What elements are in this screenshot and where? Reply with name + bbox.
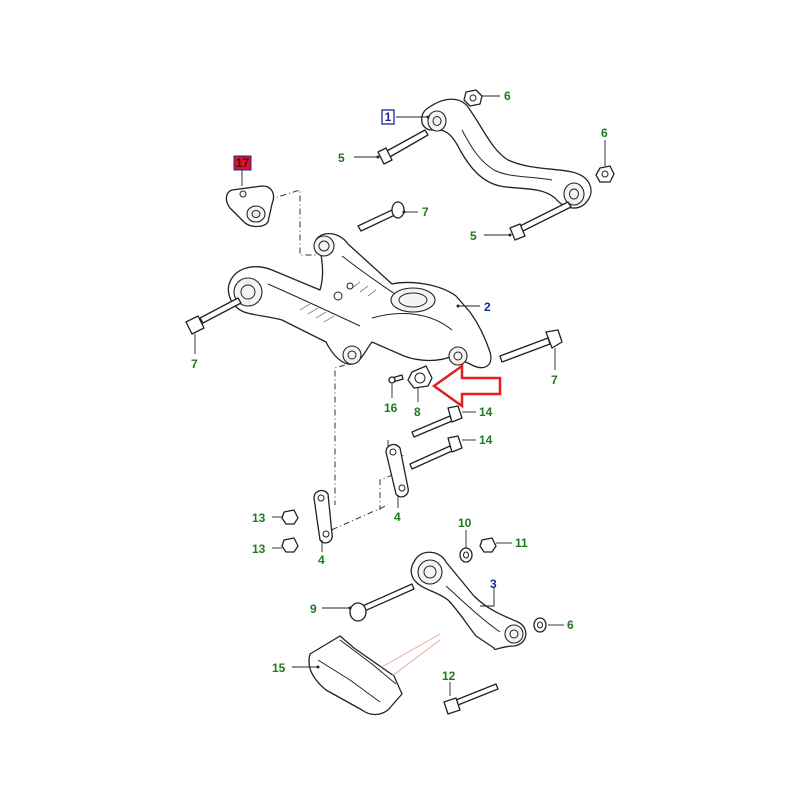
nut-6-top xyxy=(463,89,483,107)
faint-guide-lines xyxy=(379,633,441,677)
link-plate-4-upper xyxy=(385,443,409,498)
callout-6-top: 6 xyxy=(504,89,511,103)
callout-6-right: 6 xyxy=(601,126,608,140)
callout-11: 11 xyxy=(515,536,528,550)
callout-14-lower: 14 xyxy=(479,433,493,447)
callout-4-upper: 4 xyxy=(394,510,401,524)
heat-shield-15 xyxy=(308,635,403,716)
bolt-5-lower xyxy=(509,201,572,241)
callout-6-lower: 6 xyxy=(567,618,574,632)
callout-16: 16 xyxy=(384,401,398,415)
callout-5-lower: 5 xyxy=(470,229,477,243)
callout-labels: 1 17 2 3 5 5 6 6 6 7 7 7 8 16 14 14 4 4 … xyxy=(191,89,608,683)
bolt-7-top xyxy=(357,201,405,232)
callout-8: 8 xyxy=(414,405,421,419)
callout-15: 15 xyxy=(272,661,286,675)
callout-2: 2 xyxy=(484,300,491,314)
callout-7-top: 7 xyxy=(422,205,429,219)
nut-13-lower xyxy=(281,537,299,553)
bolt-9 xyxy=(349,583,415,622)
bolt-12 xyxy=(443,683,499,715)
upper-control-arm xyxy=(421,98,592,209)
bolt-14-upper xyxy=(411,405,463,438)
callout-5-upper: 5 xyxy=(338,151,345,165)
callout-3: 3 xyxy=(490,577,497,591)
callout-14-upper: 14 xyxy=(479,405,493,419)
callout-1: 1 xyxy=(385,110,392,124)
callout-13-lower: 13 xyxy=(252,542,266,556)
callout-13-upper: 13 xyxy=(252,511,266,525)
nut-11 xyxy=(479,537,497,553)
callout-4-lower: 4 xyxy=(318,553,325,567)
subframe-2 xyxy=(227,233,492,369)
highlight-arrow xyxy=(431,363,502,409)
bolt-14-lower xyxy=(409,435,463,470)
callout-1-box xyxy=(381,109,395,125)
callout-10: 10 xyxy=(458,516,472,530)
nut-13-upper xyxy=(281,509,299,525)
nut-6-right xyxy=(595,165,615,183)
callout-17: 17 xyxy=(236,156,250,170)
bolt-7-right xyxy=(499,329,563,363)
mounting-bracket-17 xyxy=(225,185,275,228)
washer-10 xyxy=(459,547,473,563)
callout-17-box xyxy=(233,155,252,171)
leader-lines xyxy=(194,95,606,696)
screw-16 xyxy=(388,374,404,384)
callout-9: 9 xyxy=(310,602,317,616)
callout-12: 12 xyxy=(442,669,456,683)
lower-control-arm-3 xyxy=(410,551,527,651)
callout-7-right: 7 xyxy=(551,373,558,387)
bushing-8 xyxy=(407,365,433,389)
callout-7-left: 7 xyxy=(191,357,198,371)
link-plate-4-lower xyxy=(313,489,333,544)
washer-6-lower xyxy=(533,617,547,633)
bolt-5-upper xyxy=(377,129,429,165)
bolt-7-left xyxy=(185,297,242,335)
